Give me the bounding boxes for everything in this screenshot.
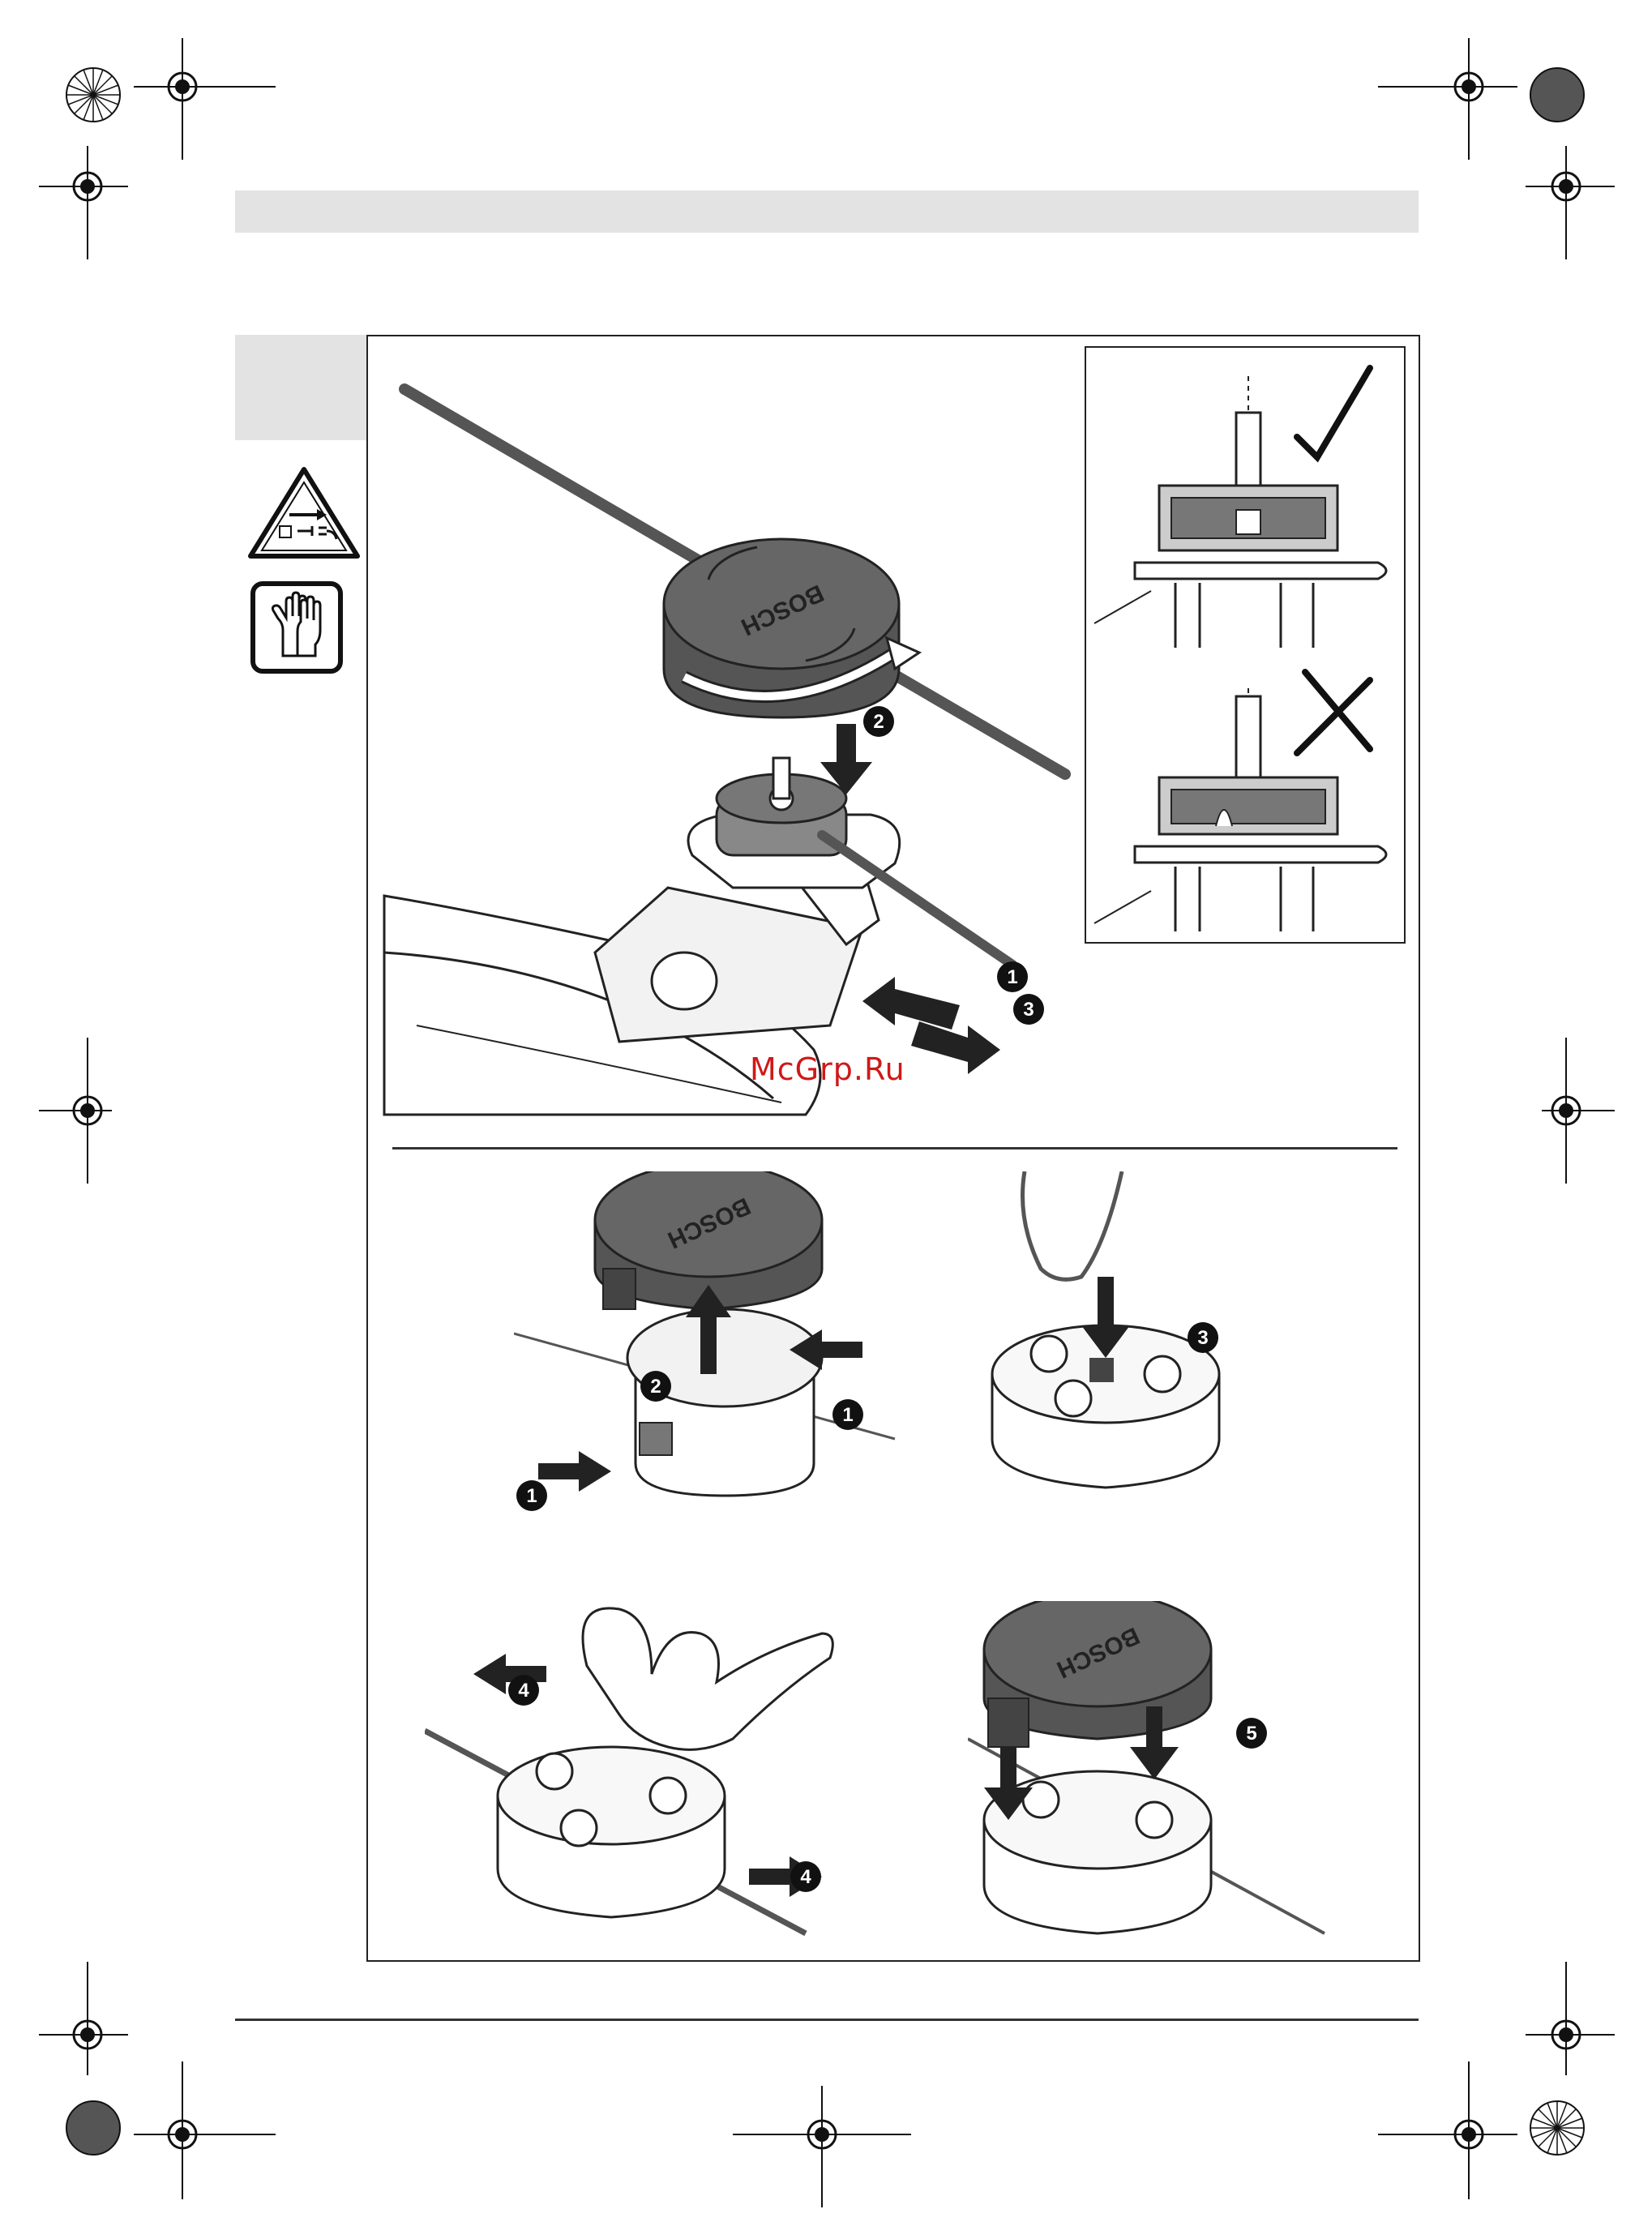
svg-text:3: 3 <box>1197 1327 1208 1349</box>
svg-text:4: 4 <box>518 1680 529 1702</box>
step-marker-p3-4b: 4 <box>790 1860 822 1893</box>
step-marker-top-2: 2 <box>862 705 895 738</box>
registration-mark-icon <box>730 2059 924 2221</box>
svg-text:1: 1 <box>1007 966 1017 988</box>
cross-mark-icon <box>1297 672 1370 753</box>
inset-panel <box>1085 346 1406 944</box>
svg-text:1: 1 <box>842 1404 853 1426</box>
step-marker-p4-5: 5 <box>1235 1717 1268 1749</box>
step-marker-top-3: 3 <box>1012 993 1045 1025</box>
registration-mark-icon <box>1378 16 1637 259</box>
svg-text:2: 2 <box>873 711 884 733</box>
step-panel-remove-cap: BOSCH <box>514 1171 903 1552</box>
step-marker-p2-3: 3 <box>1187 1321 1219 1354</box>
svg-text:5: 5 <box>1246 1723 1256 1745</box>
step-panel-insert-line <box>976 1171 1365 1552</box>
svg-text:1: 1 <box>526 1485 537 1507</box>
step-marker-p3-4a: 4 <box>507 1674 540 1706</box>
registration-mark-icon <box>32 1962 276 2205</box>
check-mark-icon <box>1297 368 1370 457</box>
step-marker-p1-2: 2 <box>640 1370 672 1402</box>
illustration-frame: BOSCH 2 1 3 <box>366 335 1420 1962</box>
gloves-icon <box>250 581 343 674</box>
step-marker-p1-1b: 1 <box>516 1479 548 1512</box>
step-marker-top-1: 1 <box>996 961 1029 993</box>
svg-text:2: 2 <box>650 1376 661 1398</box>
svg-text:4: 4 <box>800 1866 811 1888</box>
svg-text:3: 3 <box>1023 999 1034 1021</box>
registration-mark-icon <box>1378 1962 1637 2205</box>
inset-detail <box>1086 348 1404 942</box>
section-divider <box>392 1147 1397 1150</box>
step-panel-replace-cap: BOSCH <box>968 1601 1357 1942</box>
step-marker-p1-1a: 1 <box>832 1398 864 1431</box>
registration-mark-icon <box>1540 1030 1621 1192</box>
header-bar <box>235 191 1419 233</box>
registration-mark-icon <box>32 1030 113 1192</box>
registration-mark-icon <box>32 16 276 259</box>
side-tab <box>235 335 366 440</box>
unplug-warning-icon <box>247 466 361 559</box>
watermark-text: McGrp.Ru <box>750 1051 905 1087</box>
footer-rule <box>235 2019 1419 2021</box>
